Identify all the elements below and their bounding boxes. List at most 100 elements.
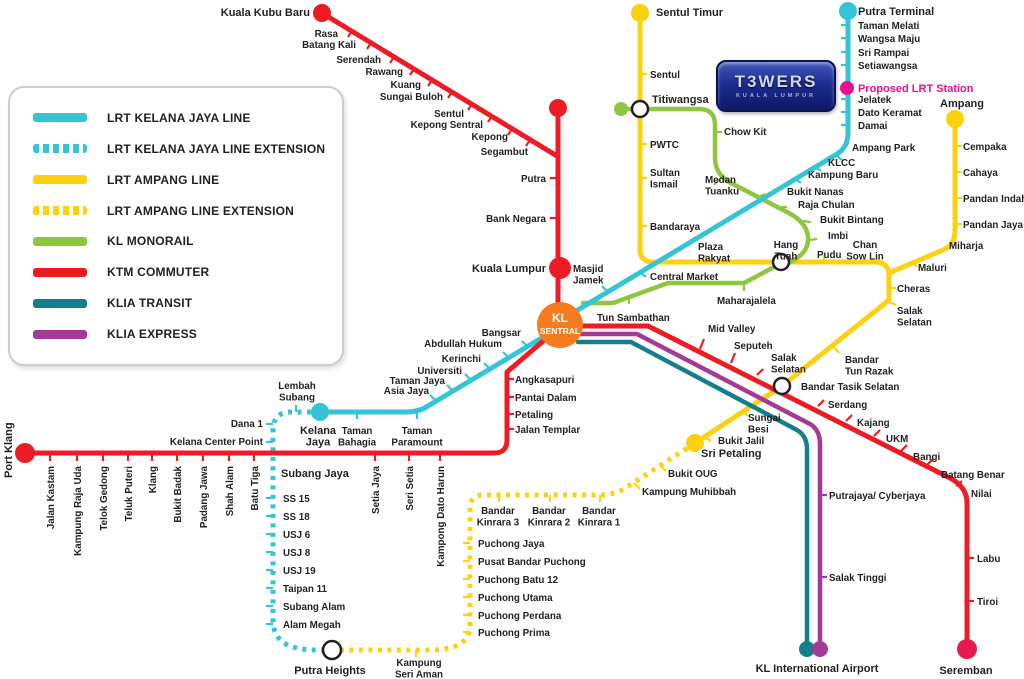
station-label-bank-negara: Bank Negara	[486, 214, 546, 225]
station-markers	[15, 2, 977, 661]
station-label-puchong-perdana: Puchong Perdana	[478, 611, 562, 622]
station-label-segambut: Segambut	[481, 147, 529, 158]
station-tick	[955, 480, 963, 487]
station-label-ampang-park: Ampang Park	[852, 143, 916, 154]
station-label-sungai-buloh: Sungai Buloh	[380, 92, 443, 103]
towers-logo-title: T3WERS	[734, 72, 818, 91]
marker-kuala-lumpur-dot	[549, 257, 571, 279]
station-tick	[366, 42, 372, 50]
station-label-puchong-prima: Puchong Prima	[478, 628, 550, 639]
station-label-bukit-oug: Bukit OUG	[668, 469, 718, 480]
station-tick	[817, 399, 825, 407]
legend-swatch-kj	[33, 113, 87, 123]
station-label-kepong: Kepong	[472, 132, 508, 143]
station-label-sentul: Sentul	[650, 70, 680, 81]
station-tick	[808, 237, 818, 242]
station-label-jalan-templar: Jalan Templar	[515, 425, 580, 436]
station-label-asia-jaya: Asia Jaya	[384, 386, 430, 397]
station-tick	[639, 271, 647, 278]
station-label-damai: Damai	[858, 121, 888, 132]
station-label-kerinchi: Kerinchi	[442, 354, 481, 365]
kl-sentral-circle	[537, 302, 583, 348]
kl-sentral-hub: KL SENTRAL	[537, 302, 583, 348]
station-label-nilai: Nilai	[971, 489, 992, 500]
marker-bandar-tasik-selatan-interchange	[772, 376, 792, 396]
station-label-taipan-11: Taipan 11	[283, 584, 327, 595]
line-ktm-north	[319, 10, 560, 159]
station-label-ampang: Ampang	[940, 98, 984, 110]
station-tick	[633, 482, 641, 490]
station-label-bukit-badak: Bukit Badak	[173, 465, 184, 522]
station-tick	[502, 351, 510, 359]
line-monorail-north	[618, 106, 811, 266]
legend-label: KTM COMMUTER	[107, 265, 210, 280]
station-label-kampong-dato-harun: Kampong Dato Harun	[436, 466, 447, 567]
marker-sentul-timur-dot	[631, 4, 649, 22]
station-label-klang: Klang	[148, 466, 159, 493]
station-label-angkasapuri: Angkasapuri	[515, 375, 575, 386]
station-label-bandar-tasik-selatan: Bandar Tasik Selatan	[801, 382, 899, 393]
station-label-batang-kali: Batang Kali	[302, 40, 356, 51]
station-label-kl-international-airport: KL International Airport	[756, 663, 879, 675]
towers-logo-subtitle: KUALA LUMPUR	[735, 93, 817, 99]
station-label-cheras: Cheras	[897, 284, 931, 295]
station-label-bukit-jalil: Bukit Jalil	[718, 436, 765, 447]
station-label-kampung-raja-uda: Kampung Raja Uda	[73, 465, 84, 555]
station-label-setia-jaya: Setia Jaya	[371, 465, 382, 513]
legend-item-2: LRT AMPANG LINE	[10, 173, 342, 187]
station-label-pwtc: PWTC	[650, 140, 679, 151]
marker-seremban-dot	[957, 639, 977, 659]
station-label-wangsa-maju: Wangsa Maju	[858, 34, 920, 45]
station-tick	[507, 128, 513, 136]
station-label-puchong-jaya: Puchong Jaya	[478, 539, 545, 550]
station-label-ss-15: SS 15	[283, 494, 310, 505]
station-tick	[832, 345, 840, 354]
station-label-pudu: Pudu	[817, 250, 842, 261]
marker-ampang-dot	[946, 110, 964, 128]
station-label-kepong-sentral: Kepong Sentral	[411, 120, 484, 131]
station-label-ss-18: SS 18	[283, 512, 310, 523]
marker-proposed-station-dot	[840, 81, 854, 95]
station-tick	[794, 178, 802, 184]
station-label-putra-heights: Putra Heights	[294, 665, 366, 677]
station-label-sri-petaling: Sri Petaling	[701, 448, 762, 460]
station-label-maluri: Maluri	[918, 263, 947, 274]
station-label-universiti: Universiti	[417, 366, 462, 377]
station-label-miharja: Miharja	[949, 241, 984, 252]
station-label-cahaya: Cahaya	[963, 168, 998, 179]
station-label-titiwangsa: Titiwangsa	[652, 94, 710, 106]
marker-hang-tuah-interchange	[771, 252, 791, 272]
station-tick	[483, 362, 491, 370]
station-label-rasa: Rasa	[315, 29, 339, 40]
station-label-pandan-indah: Pandan Indah	[963, 194, 1024, 205]
marker-ktm-sentul-branch-dot	[549, 99, 567, 117]
marker-titiwangsa-interchange	[630, 99, 650, 119]
kl-sentral-label-1: KL	[552, 311, 568, 325]
legend-swatch-ampang	[33, 175, 87, 185]
line-kelana-jaya-north	[573, 8, 851, 314]
station-label-putrajaya-cyberjaya: Putrajaya/ Cyberjaya	[829, 491, 926, 502]
station-label-bangsar: Bangsar	[482, 328, 521, 339]
legend-label: KLIA TRANSIT	[107, 296, 193, 311]
station-tick	[464, 373, 472, 381]
station-label-telok-gedong: Telok Gedong	[99, 466, 110, 531]
station-label-pusat-bandar-puchong: Pusat Bandar Puchong	[478, 557, 586, 568]
station-label-salak-tinggi: Salak Tinggi	[829, 573, 887, 584]
station-tick	[447, 91, 453, 99]
station-tick	[703, 436, 712, 442]
station-tick	[757, 192, 766, 199]
station-label-tun-sambathan: Tun Sambathan	[597, 313, 670, 324]
marker-port-klang-dot	[15, 443, 35, 463]
station-label-proposed-lrt-station: Proposed LRT Station	[858, 83, 974, 95]
station-label-dana-1: Dana 1	[231, 419, 264, 430]
station-tick	[802, 219, 812, 224]
station-label-labu: Labu	[977, 554, 1000, 565]
